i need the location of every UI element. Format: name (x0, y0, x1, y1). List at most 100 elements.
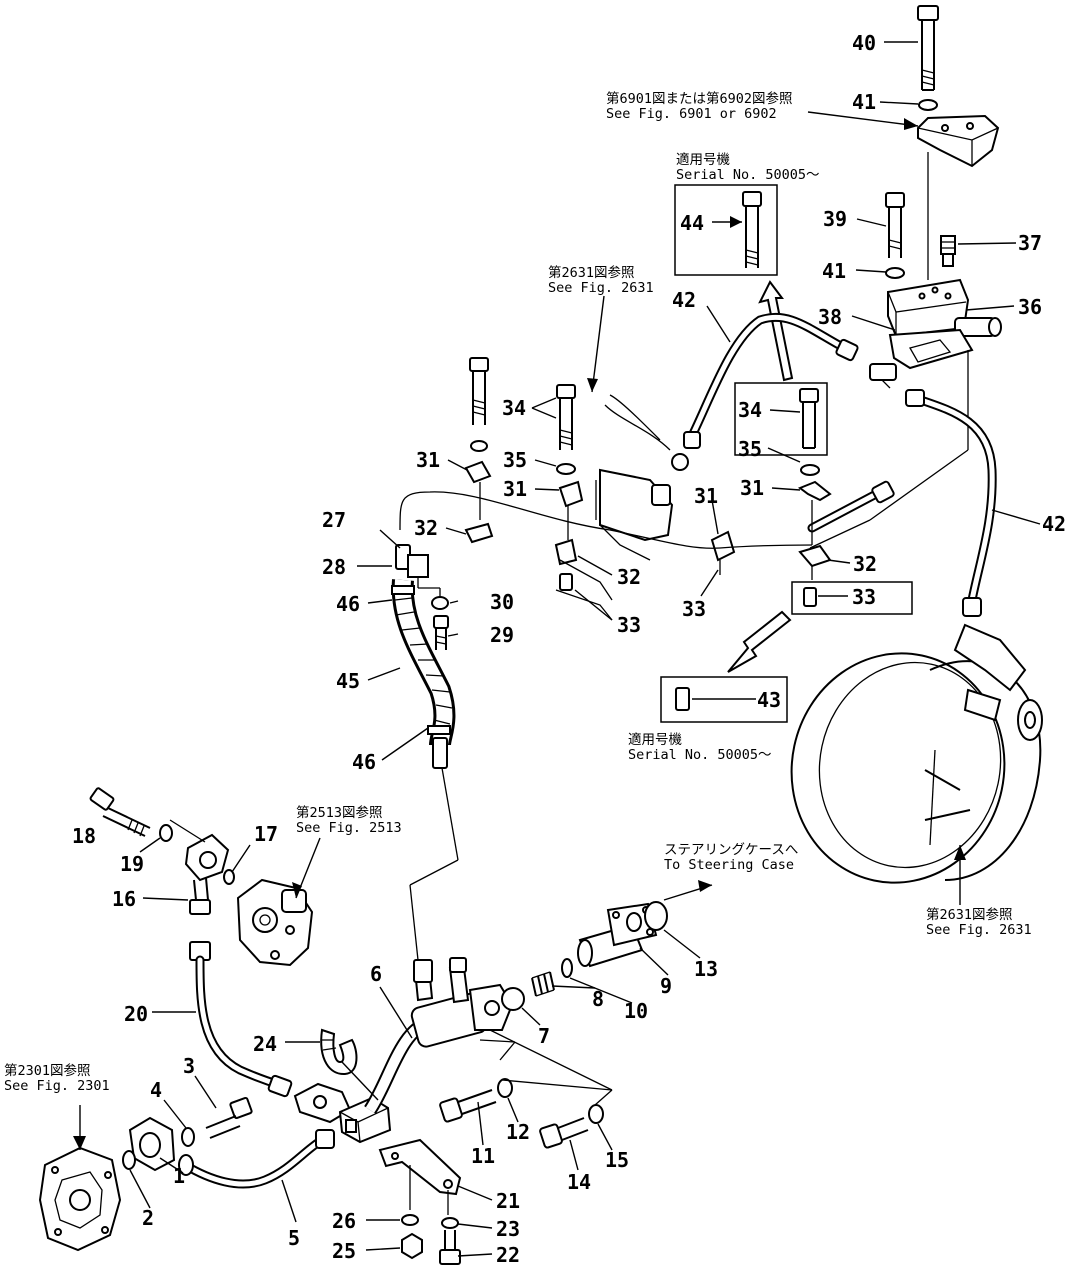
washer-23 (441, 1217, 459, 1229)
callout-14: 14 (567, 1170, 592, 1194)
callout-46-bottom: 46 (352, 750, 377, 774)
clamp-32-left (464, 522, 494, 544)
callout-29: 29 (490, 623, 515, 647)
washer-4 (181, 1127, 195, 1147)
callout-21: 21 (496, 1189, 521, 1213)
bolt-34-left (556, 384, 576, 450)
bolt-14 (539, 1117, 589, 1149)
bolt-40 (917, 5, 939, 91)
callout-15: 15 (605, 1148, 630, 1172)
callout-30: 30 (490, 590, 515, 614)
callout-45: 45 (336, 669, 361, 693)
ref-fig2301-en: See Fig. 2301 (4, 1078, 110, 1094)
callout-16: 16 (112, 887, 137, 911)
callout-38: 38 (818, 305, 843, 329)
callout-12: 12 (506, 1120, 531, 1144)
callout-20: 20 (124, 1002, 149, 1026)
ref-steering-jp: ステアリングケースへ (664, 842, 799, 858)
callout-31-mid: 31 (503, 477, 528, 501)
callout-43: 43 (757, 688, 782, 712)
washer-12 (497, 1078, 513, 1098)
callout-31-left: 31 (416, 448, 441, 472)
ref-fig2631-right-en: See Fig. 2631 (926, 922, 1032, 938)
ref-serial-bottom-jp: 適用号機 (628, 732, 682, 748)
callout-44: 44 (680, 211, 705, 235)
clamp-24 (320, 1028, 358, 1076)
serial-box-43 (660, 676, 788, 723)
callout-28: 28 (322, 555, 347, 579)
bolt-39 (885, 192, 905, 258)
clamp-31-mid (558, 480, 584, 508)
callout-35-left: 35 (503, 448, 528, 472)
mount-bracket (917, 114, 1000, 168)
washer-35-left (556, 463, 576, 475)
box-33-right (791, 581, 913, 615)
callout-26: 26 (332, 1209, 357, 1233)
hose-45 (391, 579, 456, 769)
callout-19: 19 (120, 852, 145, 876)
o-ring-10 (561, 958, 573, 978)
callout-17: 17 (254, 822, 279, 846)
washer-15 (588, 1104, 604, 1124)
plug-9 (577, 902, 658, 968)
bolt-11 (439, 1089, 497, 1123)
washer-30 (431, 596, 449, 610)
ref-serial-top-en: Serial No. 50005～ (676, 167, 820, 183)
spacer-33-mid (559, 573, 573, 591)
hose-20 (189, 941, 293, 1098)
ref-steering-en: To Steering Case (664, 857, 795, 873)
bolt-34-box (799, 388, 819, 449)
fitting-37 (940, 235, 956, 267)
bolt-3 (205, 1096, 253, 1139)
callout-35-right: 35 (738, 437, 763, 461)
leader-lines (129, 41, 1041, 1257)
clamp-32-right (798, 544, 832, 568)
callout-34-box: 34 (738, 398, 763, 422)
pipe-6 (364, 957, 514, 1114)
pump-2513 (236, 878, 314, 967)
callout-42-right: 42 (1042, 512, 1067, 536)
arrow-up (758, 280, 794, 382)
pipe-main-upper (807, 480, 895, 533)
bolt-44 (742, 191, 762, 268)
callout-7: 7 (538, 1024, 551, 1048)
bracket-2631-ref (595, 394, 674, 561)
callout-10: 10 (624, 999, 649, 1023)
callout-1: 1 (173, 1164, 186, 1188)
ball-7 (501, 987, 525, 1011)
ref-serial-top-jp: 適用号機 (676, 152, 730, 168)
pipe-42-right (905, 389, 997, 617)
callout-42-upper: 42 (672, 288, 697, 312)
washer-19 (159, 824, 173, 842)
pipe-42-upper (671, 312, 859, 471)
callout-22: 22 (496, 1243, 521, 1267)
ref-fig2513-jp: 第2513図参照 (296, 805, 383, 821)
callout-33-right: 33 (852, 585, 877, 609)
valve-block-36 (887, 278, 1002, 338)
clamp-31-center (710, 530, 736, 562)
callout-31-right: 31 (740, 476, 765, 500)
pipe-5 (178, 1129, 335, 1189)
callout-32-left: 32 (414, 516, 439, 540)
callout-8: 8 (592, 987, 605, 1011)
ref-fig6901-en: See Fig. 6901 or 6902 (606, 106, 777, 122)
harness-line (399, 491, 813, 549)
callout-25: 25 (332, 1239, 357, 1263)
callout-6: 6 (370, 962, 383, 986)
callout-32-mid: 32 (617, 565, 642, 589)
callout-31-center: 31 (694, 484, 719, 508)
callout-23: 23 (496, 1217, 521, 1241)
bolt-29 (433, 615, 449, 650)
callout-9: 9 (660, 974, 673, 998)
bolt-22 (439, 1230, 461, 1265)
serial-box-top (674, 184, 778, 276)
spring-8 (531, 971, 555, 997)
bracket-21 (378, 1138, 462, 1196)
callout-4: 4 (150, 1078, 163, 1102)
callout-34-left: 34 (502, 396, 527, 420)
o-ring-2 (122, 1150, 136, 1170)
washer-top-left (470, 440, 488, 452)
clamp-32-mid (554, 538, 578, 566)
bolt-18 (89, 787, 151, 837)
